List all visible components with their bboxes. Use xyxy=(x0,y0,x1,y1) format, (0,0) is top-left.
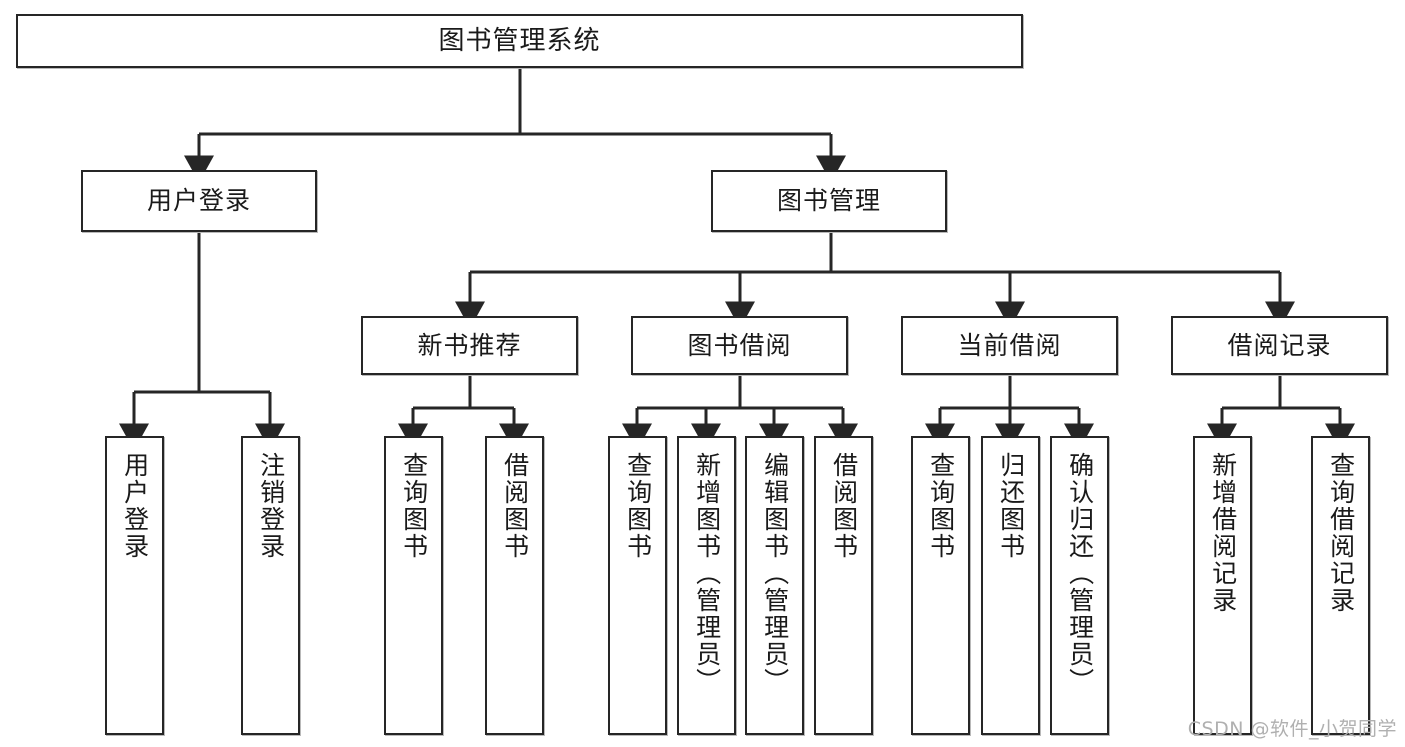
node-label-leaf-add-record: 新增借阅记录 xyxy=(1208,452,1238,614)
node-label-user-login: 用户登录 xyxy=(146,186,251,216)
node-label-leaf-query-book-3: 查询图书 xyxy=(926,452,956,560)
node-leaf-return-book[interactable]: 归还图书 xyxy=(981,436,1040,735)
node-label-leaf-user-login: 用户登录 xyxy=(120,452,150,560)
node-label-leaf-return-book: 归还图书 xyxy=(996,452,1026,560)
node-label-current-borrow: 当前借阅 xyxy=(957,330,1062,360)
node-leaf-confirm-return[interactable]: 确认归还（管理员） xyxy=(1050,436,1109,735)
node-label-leaf-query-book-1: 查询图书 xyxy=(399,452,429,560)
node-label-leaf-edit-book: 编辑图书（管理员） xyxy=(760,452,790,695)
node-label-leaf-confirm-return: 确认归还（管理员） xyxy=(1065,452,1095,695)
node-label-leaf-borrow-book-2: 借阅图书 xyxy=(829,452,859,560)
node-label-leaf-query-record: 查询借阅记录 xyxy=(1326,452,1356,614)
node-book-borrow[interactable]: 图书借阅 xyxy=(631,316,848,375)
node-leaf-query-book-2[interactable]: 查询图书 xyxy=(608,436,667,735)
node-label-new-book-recommend: 新书推荐 xyxy=(417,330,522,360)
node-book-manage[interactable]: 图书管理 xyxy=(711,170,947,232)
node-borrow-record[interactable]: 借阅记录 xyxy=(1171,316,1388,375)
node-leaf-borrow-book-2[interactable]: 借阅图书 xyxy=(814,436,873,735)
csdn-watermark: CSDN @软件_小贺同学 xyxy=(1187,718,1397,740)
node-leaf-add-book[interactable]: 新增图书（管理员） xyxy=(677,436,736,735)
node-label-root: 图书管理系统 xyxy=(438,25,601,56)
node-leaf-query-record[interactable]: 查询借阅记录 xyxy=(1311,436,1370,735)
node-leaf-query-book-3[interactable]: 查询图书 xyxy=(911,436,970,735)
node-label-leaf-borrow-book-1: 借阅图书 xyxy=(500,452,530,560)
node-leaf-user-login[interactable]: 用户登录 xyxy=(105,436,164,735)
node-label-leaf-query-book-2: 查询图书 xyxy=(623,452,653,560)
node-label-borrow-record: 借阅记录 xyxy=(1227,330,1332,360)
node-current-borrow[interactable]: 当前借阅 xyxy=(901,316,1118,375)
node-leaf-query-book-1[interactable]: 查询图书 xyxy=(384,436,443,735)
node-leaf-borrow-book-1[interactable]: 借阅图书 xyxy=(485,436,544,735)
node-label-leaf-logout: 注销登录 xyxy=(256,452,286,560)
node-label-leaf-add-book: 新增图书（管理员） xyxy=(692,452,722,695)
node-leaf-logout[interactable]: 注销登录 xyxy=(241,436,300,735)
node-label-book-borrow: 图书借阅 xyxy=(687,330,792,360)
node-leaf-edit-book[interactable]: 编辑图书（管理员） xyxy=(745,436,804,735)
node-user-login[interactable]: 用户登录 xyxy=(81,170,317,232)
node-label-book-manage: 图书管理 xyxy=(776,186,881,216)
node-new-book-recommend[interactable]: 新书推荐 xyxy=(361,316,578,375)
node-root-system[interactable]: 图书管理系统 xyxy=(16,14,1023,68)
node-leaf-add-record[interactable]: 新增借阅记录 xyxy=(1193,436,1252,735)
